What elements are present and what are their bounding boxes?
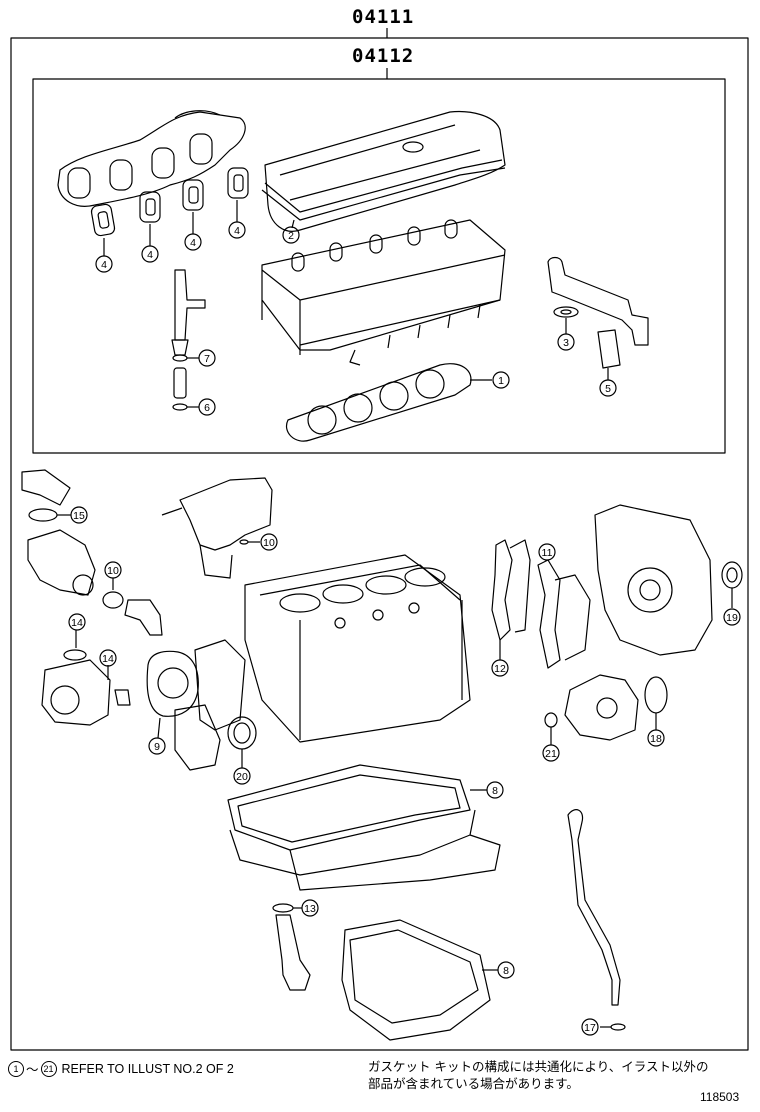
water-outlet	[21, 469, 163, 636]
cylinder-block	[244, 554, 471, 743]
callout-21: 21	[542, 744, 560, 762]
oil-pan-lower	[341, 919, 498, 1041]
callout-8-label: 8	[503, 965, 509, 977]
callout-10-label: 10	[107, 565, 119, 577]
timing-gaskets	[491, 539, 591, 669]
oil-pump	[544, 674, 668, 745]
frame-inner	[32, 78, 726, 454]
head-gasket	[286, 363, 492, 442]
callout-1: 1	[492, 371, 510, 389]
callout-7: 7	[198, 349, 216, 367]
callout-8-label: 8	[492, 785, 498, 797]
callout-2-label: 2	[288, 230, 294, 242]
footer-reference-note: 1 〜 21 REFER TO ILLUST NO.2 OF 2	[8, 1059, 234, 1078]
illustration-number: 118503	[700, 1090, 740, 1104]
callout-6: 6	[198, 398, 216, 416]
callout-11-label: 11	[542, 547, 553, 559]
callouts: 1 2 3 4 4 4 4 5 6 7 8 8 9 10 10 11 12 13…	[68, 221, 741, 1036]
range-start-badge: 1	[8, 1060, 24, 1077]
callout-19: 19	[723, 608, 741, 626]
callout-15: 15	[70, 506, 88, 524]
callout-8b: 8	[497, 961, 515, 979]
callout-14-label: 14	[71, 617, 83, 629]
callout-15-label: 15	[73, 510, 85, 522]
callout-4d: 4	[228, 221, 246, 239]
range-end-badge: 21	[40, 1060, 57, 1077]
callout-4b: 4	[141, 245, 159, 263]
oil-strainer	[272, 903, 311, 991]
callout-12-label: 12	[494, 663, 506, 675]
callout-19-label: 19	[726, 612, 738, 624]
oil-pan-upper	[227, 764, 501, 891]
ref-code-outer: 04111	[352, 6, 415, 28]
refer-text: REFER TO ILLUST NO.2 OF 2	[61, 1061, 234, 1076]
callout-10b: 10	[260, 533, 278, 551]
callout-14b: 14	[99, 649, 117, 667]
callout-3-label: 3	[563, 337, 569, 349]
water-pump	[41, 630, 131, 726]
callout-17-label: 17	[584, 1022, 596, 1034]
callout-2: 2	[282, 226, 300, 244]
callout-18-label: 18	[650, 733, 662, 745]
callout-4c: 4	[184, 233, 202, 251]
callout-10a: 10	[104, 561, 122, 579]
callout-14-label: 14	[102, 653, 114, 665]
timing-cover	[594, 504, 743, 656]
callout-5: 5	[599, 379, 617, 397]
callout-4a: 4	[95, 255, 113, 273]
cylinder-head	[261, 219, 506, 366]
ref-code-inner: 04112	[352, 45, 415, 67]
callout-18: 18	[647, 729, 665, 747]
callout-13: 13	[301, 899, 319, 917]
callout-12: 12	[491, 659, 509, 677]
dipstick	[567, 809, 626, 1031]
callout-17: 17	[581, 1018, 599, 1036]
callout-6-label: 6	[204, 402, 210, 414]
callout-9: 9	[148, 737, 166, 755]
manifold-gaskets	[90, 167, 249, 256]
callout-4-label: 4	[190, 237, 196, 249]
callout-9-label: 9	[154, 741, 160, 753]
water-pipe	[547, 256, 649, 380]
frame-outer	[10, 28, 749, 1051]
range-separator: 〜	[26, 1063, 39, 1077]
callout-5-label: 5	[605, 383, 611, 395]
callout-8a: 8	[486, 781, 504, 799]
callout-7-label: 7	[204, 353, 210, 365]
callout-20-label: 20	[236, 771, 248, 783]
head-cover	[261, 110, 506, 232]
callout-21-label: 21	[545, 748, 557, 760]
callout-1-label: 1	[498, 375, 504, 387]
callout-4-label: 4	[234, 225, 240, 237]
callout-20: 20	[233, 767, 251, 785]
exhaust-manifold	[57, 110, 246, 207]
callout-13-label: 13	[304, 903, 316, 915]
injector	[171, 269, 206, 411]
callout-3: 3	[557, 333, 575, 351]
japanese-note-line1: ガスケット キットの構成には共通化により、イラスト以外の	[368, 1059, 709, 1074]
front-cover-gasket	[146, 639, 257, 771]
japanese-note-line2: 部品が含まれている場合があります。	[368, 1076, 579, 1091]
callout-10-label: 10	[263, 537, 275, 549]
callout-4-label: 4	[101, 259, 107, 271]
japanese-note: ガスケット キットの構成には共通化により、イラスト以外の 部品が含まれている場合…	[368, 1058, 708, 1092]
callout-4-label: 4	[147, 249, 153, 261]
callout-11: 11	[538, 543, 556, 561]
oil-cooler	[161, 477, 273, 579]
callout-14a: 14	[68, 613, 86, 631]
